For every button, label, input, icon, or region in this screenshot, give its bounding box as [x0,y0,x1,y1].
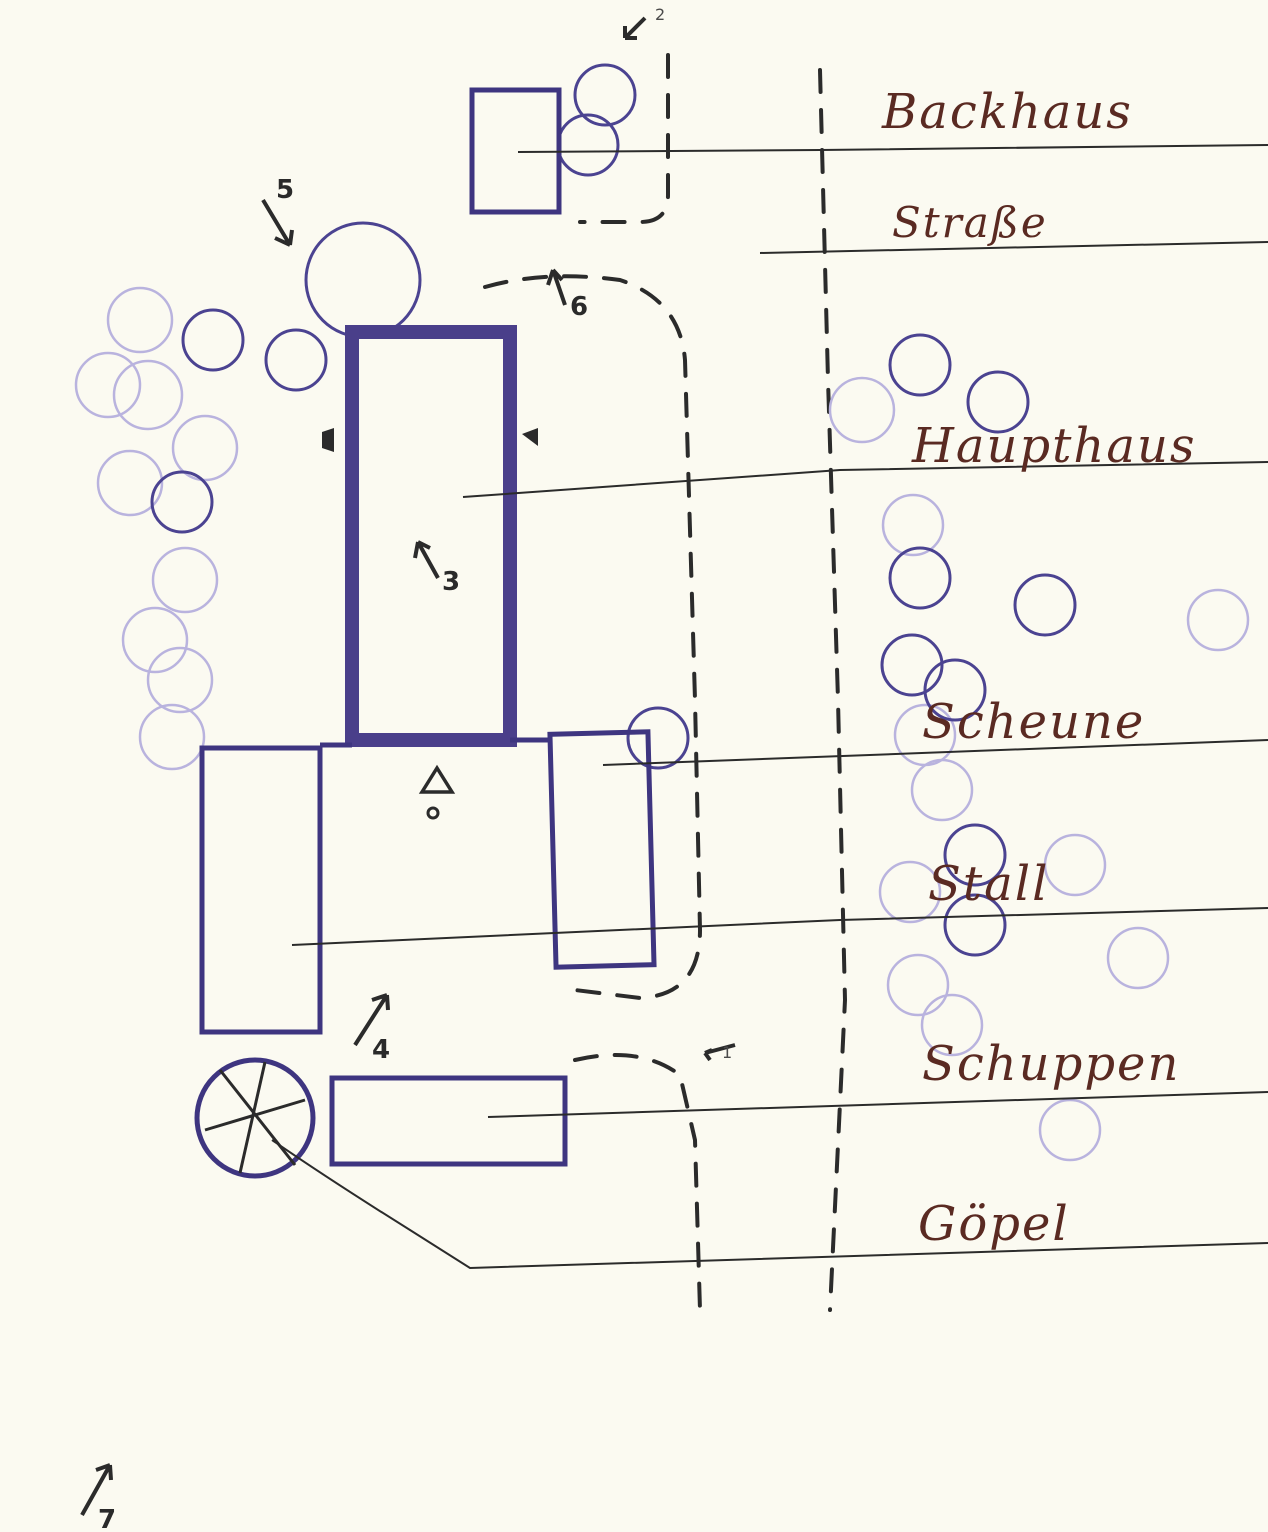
road-edge-right [818,68,848,1312]
viewpoint-5: 5 [276,175,294,205]
arrow-icon [413,540,440,579]
tree-light [74,351,142,419]
label-goepel: Göpel [918,1196,1070,1252]
tree-dark [966,370,1030,434]
tree-light [146,646,214,714]
tree-dark [556,113,620,177]
buildings [194,87,657,1179]
tree-light [121,606,189,674]
tree-light [1038,1098,1102,1162]
building-labels: Backhaus Straße Haupthaus Scheune Stall … [881,84,1196,1252]
label-schuppen: Schuppen [922,1036,1180,1092]
tree-light [171,414,239,482]
leader-goepel [271,1139,1268,1270]
tree-dark [888,546,952,610]
label-stall: Stall [928,856,1050,912]
schuppen-building [329,1075,568,1167]
tree-light [828,376,896,444]
goepel-spokes [204,1061,306,1174]
stall-building [199,745,323,1035]
tree-dark [626,706,690,770]
well-dot [426,806,440,820]
arrow-icon [261,198,294,247]
viewpoint-4: 4 [372,1035,390,1065]
leader-schuppen [487,1091,1268,1118]
label-scheune: Scheune [922,694,1145,750]
well-symbol [418,764,456,820]
arrow-icon [80,1463,113,1516]
goepel-circle [194,1057,316,1179]
viewpoint-2: 2 [655,5,665,24]
haupthaus-building [345,325,517,747]
leader-strasse [759,241,1268,254]
arrow-icon [703,1043,736,1062]
tree-light [138,703,206,771]
scheune-building [547,729,657,970]
label-haupthaus: Haupthaus [911,418,1196,474]
haupthaus-door-left [322,428,334,452]
tree-light [96,449,164,517]
tree-light [1043,833,1107,897]
tree-light [112,359,184,431]
tree-dark [573,63,637,127]
tree-dark [923,658,987,722]
viewpoint-7: 7 [98,1505,116,1532]
haupthaus-door-right [522,428,538,446]
tree-dark [888,333,952,397]
lower-path [573,1053,702,1312]
driveway-loop [483,274,703,1001]
trees-light [74,286,1250,1162]
tree-dark [880,633,944,697]
road-edge-left [578,53,670,224]
tree-light [1186,588,1250,652]
tree-light [878,860,942,924]
arrow-icon [623,16,647,40]
tree-light [106,286,174,354]
label-strasse: Straße [892,198,1048,247]
label-backhaus: Backhaus [881,84,1133,140]
tree-light [1106,926,1170,990]
arrow-icon [353,993,390,1047]
tree-light [886,953,950,1017]
viewpoint-6: 6 [570,292,588,322]
tree-dark [304,221,422,339]
tree-dark [943,823,1007,887]
tree-dark [943,893,1007,957]
tree-light [881,493,945,557]
arrow-icon [546,268,567,306]
courtyard-wall [320,737,552,748]
road-lines [483,53,848,1312]
goepel-horse-mill [194,1057,316,1179]
leader-scheune [602,739,1268,766]
tree-light [910,758,974,822]
tree-dark [1013,573,1077,637]
viewpoint-3: 3 [442,567,460,597]
triangle-icon [418,764,456,794]
tree-light [151,546,219,614]
leader-lines [271,144,1268,1270]
tree-dark [181,308,245,372]
tree-dark [150,470,214,534]
tree-dark [264,328,328,392]
leader-backhaus [517,144,1268,153]
tree-light [920,993,984,1057]
leader-stall [291,907,1268,946]
viewpoint-arrows: 1 2 3 4 5 6 7 [80,5,736,1532]
viewpoint-1: 1 [722,1043,732,1062]
leader-haupthaus [462,461,1268,498]
